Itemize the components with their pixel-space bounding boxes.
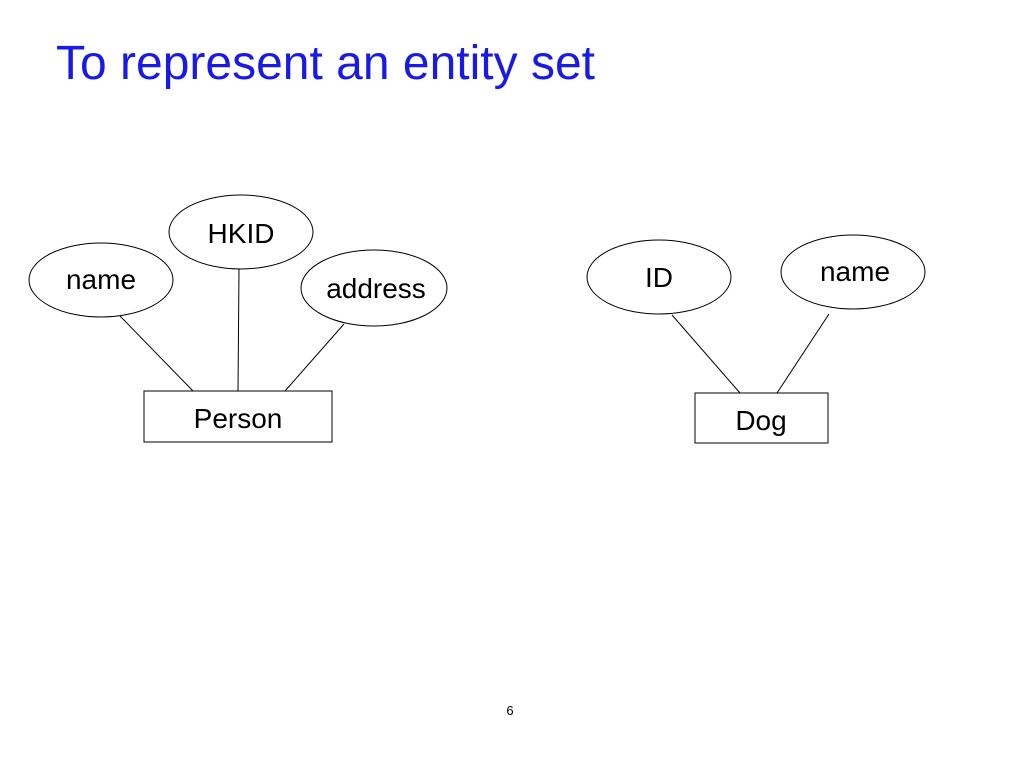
connector-person-address [284, 323, 345, 392]
entity-dog-label: Dog [735, 405, 786, 436]
entity-dog-box [694, 392, 829, 444]
connector-person-hkid [237, 267, 240, 392]
entity-person-box [143, 390, 333, 443]
attribute-person-name-ellipse [28, 242, 174, 318]
connector-person-name [119, 315, 194, 392]
attribute-person-hkid-ellipse [168, 194, 314, 270]
page-number: 6 [506, 703, 514, 718]
dog-entity-group: ID name Dog [586, 234, 926, 444]
connector-dog-name [776, 313, 830, 394]
connector-dog-id [671, 314, 741, 394]
attribute-person-hkid-label: HKID [208, 218, 275, 249]
entity-person-label: Person [194, 403, 283, 434]
attribute-dog-id-ellipse [586, 239, 732, 315]
attribute-person-address-label: address [326, 273, 426, 304]
attribute-dog-name-label: name [820, 256, 890, 287]
attribute-dog-name-ellipse [780, 234, 926, 310]
attribute-person-name-label: name [66, 264, 136, 295]
slide-title: To represent an entity set [56, 37, 595, 90]
attribute-person-address-ellipse [300, 249, 448, 327]
attribute-dog-id-label: ID [645, 262, 673, 293]
person-entity-group: name HKID address Person [28, 194, 448, 443]
